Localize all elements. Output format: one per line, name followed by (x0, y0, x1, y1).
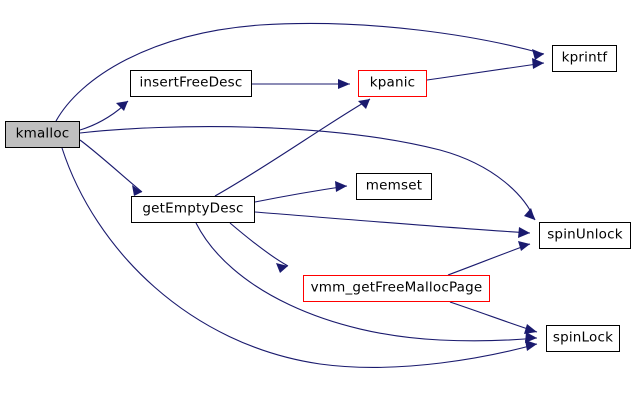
graph-node-label: kmalloc (15, 125, 70, 142)
graph-node-spinUnlock[interactable]: spinUnlock (539, 222, 631, 249)
edge-line (79, 126, 536, 221)
arrowhead-icon (335, 181, 347, 192)
edge-line (214, 98, 371, 197)
edge-line (254, 211, 531, 234)
edge-insertFreeDesc-to-kpanic (252, 79, 350, 89)
edge-getEmptyDesc-to-memset (254, 181, 348, 203)
arrowhead-icon (525, 332, 537, 343)
edge-line (449, 301, 538, 333)
edge-line (447, 243, 531, 276)
arrowhead-icon (524, 208, 535, 220)
edge-line (195, 222, 538, 342)
graph-node-kprintf[interactable]: kprintf (552, 45, 617, 72)
edge-getEmptyDesc-to-spinUnlock (254, 211, 531, 238)
edge-kmalloc-to-insertFreeDesc (79, 100, 129, 131)
graph-node-kpanic[interactable]: kpanic (358, 70, 427, 97)
arrowhead-icon (518, 227, 530, 238)
edge-kmalloc-to-getEmptyDesc (79, 139, 143, 196)
graph-node-kmalloc[interactable]: kmalloc (5, 121, 80, 148)
arrowhead-icon (532, 58, 544, 69)
arrowhead-icon (276, 263, 288, 273)
edge-line (79, 139, 143, 193)
arrowhead-icon (358, 99, 370, 109)
edge-getEmptyDesc-to-spinLock (195, 222, 538, 343)
edge-getEmptyDesc-to-vmm_getFreeMallocPage (229, 222, 289, 273)
graph-node-label: kprintf (561, 49, 608, 66)
edge-kpanic-to-kprintf (426, 58, 545, 81)
graph-node-label: vmm_getFreeMallocPage (310, 279, 483, 296)
graph-node-label: spinUnlock (547, 226, 623, 243)
arrowhead-icon (518, 241, 530, 251)
edge-line (254, 185, 348, 203)
arrowhead-icon (525, 340, 537, 351)
graph-node-memset[interactable]: memset (356, 173, 432, 200)
graph-node-label: memset (365, 177, 423, 194)
arrowhead-icon (338, 79, 350, 89)
graph-node-label: spinLock (552, 329, 614, 346)
edge-vmm_getFreeMallocPage-to-spinUnlock (447, 241, 531, 276)
arrowhead-icon (132, 185, 142, 196)
graph-node-getEmptyDesc[interactable]: getEmptyDesc (131, 196, 255, 223)
graph-node-vmm_getFreeMallocPage[interactable]: vmm_getFreeMallocPage (303, 275, 490, 302)
graph-node-label: kpanic (369, 74, 416, 91)
graph-node-label: getEmptyDesc (142, 200, 244, 217)
graph-node-label: insertFreeDesc (139, 74, 243, 91)
graph-node-insertFreeDesc[interactable]: insertFreeDesc (130, 70, 252, 97)
arrowhead-icon (116, 101, 128, 111)
edge-line (229, 222, 289, 267)
edge-kmalloc-to-spinLock (61, 147, 538, 368)
edge-line (426, 62, 545, 81)
edge-line (61, 147, 538, 368)
edge-line (55, 22, 545, 122)
edge-kmalloc-to-spinUnlock (79, 126, 536, 221)
arrowhead-icon (532, 49, 544, 60)
arrowhead-icon (524, 324, 537, 334)
graph-node-spinLock[interactable]: spinLock (546, 325, 620, 352)
edge-getEmptyDesc-to-kpanic (214, 98, 371, 197)
edge-kmalloc-to-kprintf (55, 22, 545, 122)
edge-vmm_getFreeMallocPage-to-spinLock (449, 301, 538, 334)
